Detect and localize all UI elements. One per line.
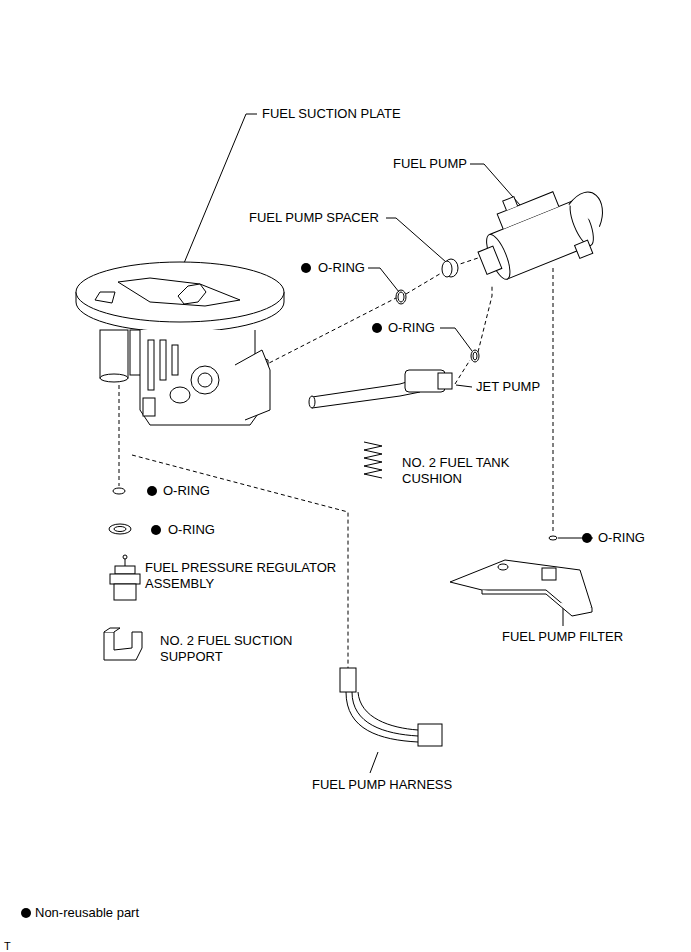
non-reusable-bullets	[147, 263, 592, 543]
fuel-tank-cushion-spring	[364, 442, 382, 478]
fuel-pressure-regulator	[110, 555, 140, 600]
legend-bullet	[20, 907, 32, 919]
fuel-pump-harness	[340, 668, 442, 746]
part-label: O-RING	[388, 320, 435, 336]
part-label: NO. 2 FUEL SUCTION SUPPORT	[160, 633, 310, 665]
part-label: NO. 2 FUEL TANK CUSHION	[402, 455, 537, 487]
part-label: FUEL PUMP SPACER	[249, 210, 379, 226]
part-label: FUEL SUCTION PLATE	[262, 106, 401, 122]
part-label: FUEL PUMP FILTER	[502, 629, 623, 645]
fuel-pump-filter	[450, 560, 592, 616]
o-rings	[109, 290, 557, 540]
part-label: O-RING	[163, 483, 210, 499]
fuel-suction-plate	[76, 262, 284, 425]
jet-pump	[309, 370, 452, 408]
fuel-pump	[464, 167, 617, 293]
part-label: FUEL PRESSURE REGULATOR ASSEMBLY	[145, 560, 350, 592]
part-label: O-RING	[598, 530, 645, 546]
bullet-dot	[21, 908, 31, 918]
figure-code: T	[4, 938, 11, 952]
fuel-suction-support	[104, 628, 142, 660]
part-label: O-RING	[168, 522, 215, 538]
legend-entry: Non-reusable part	[20, 905, 139, 921]
fuel-pump-spacer	[442, 259, 458, 277]
leader-lines	[182, 114, 593, 773]
part-label: O-RING	[318, 260, 365, 276]
part-label: JET PUMP	[476, 379, 540, 395]
part-label: FUEL PUMP	[393, 156, 467, 172]
legend-text: Non-reusable part	[35, 905, 139, 921]
part-label: FUEL PUMP HARNESS	[312, 777, 452, 793]
